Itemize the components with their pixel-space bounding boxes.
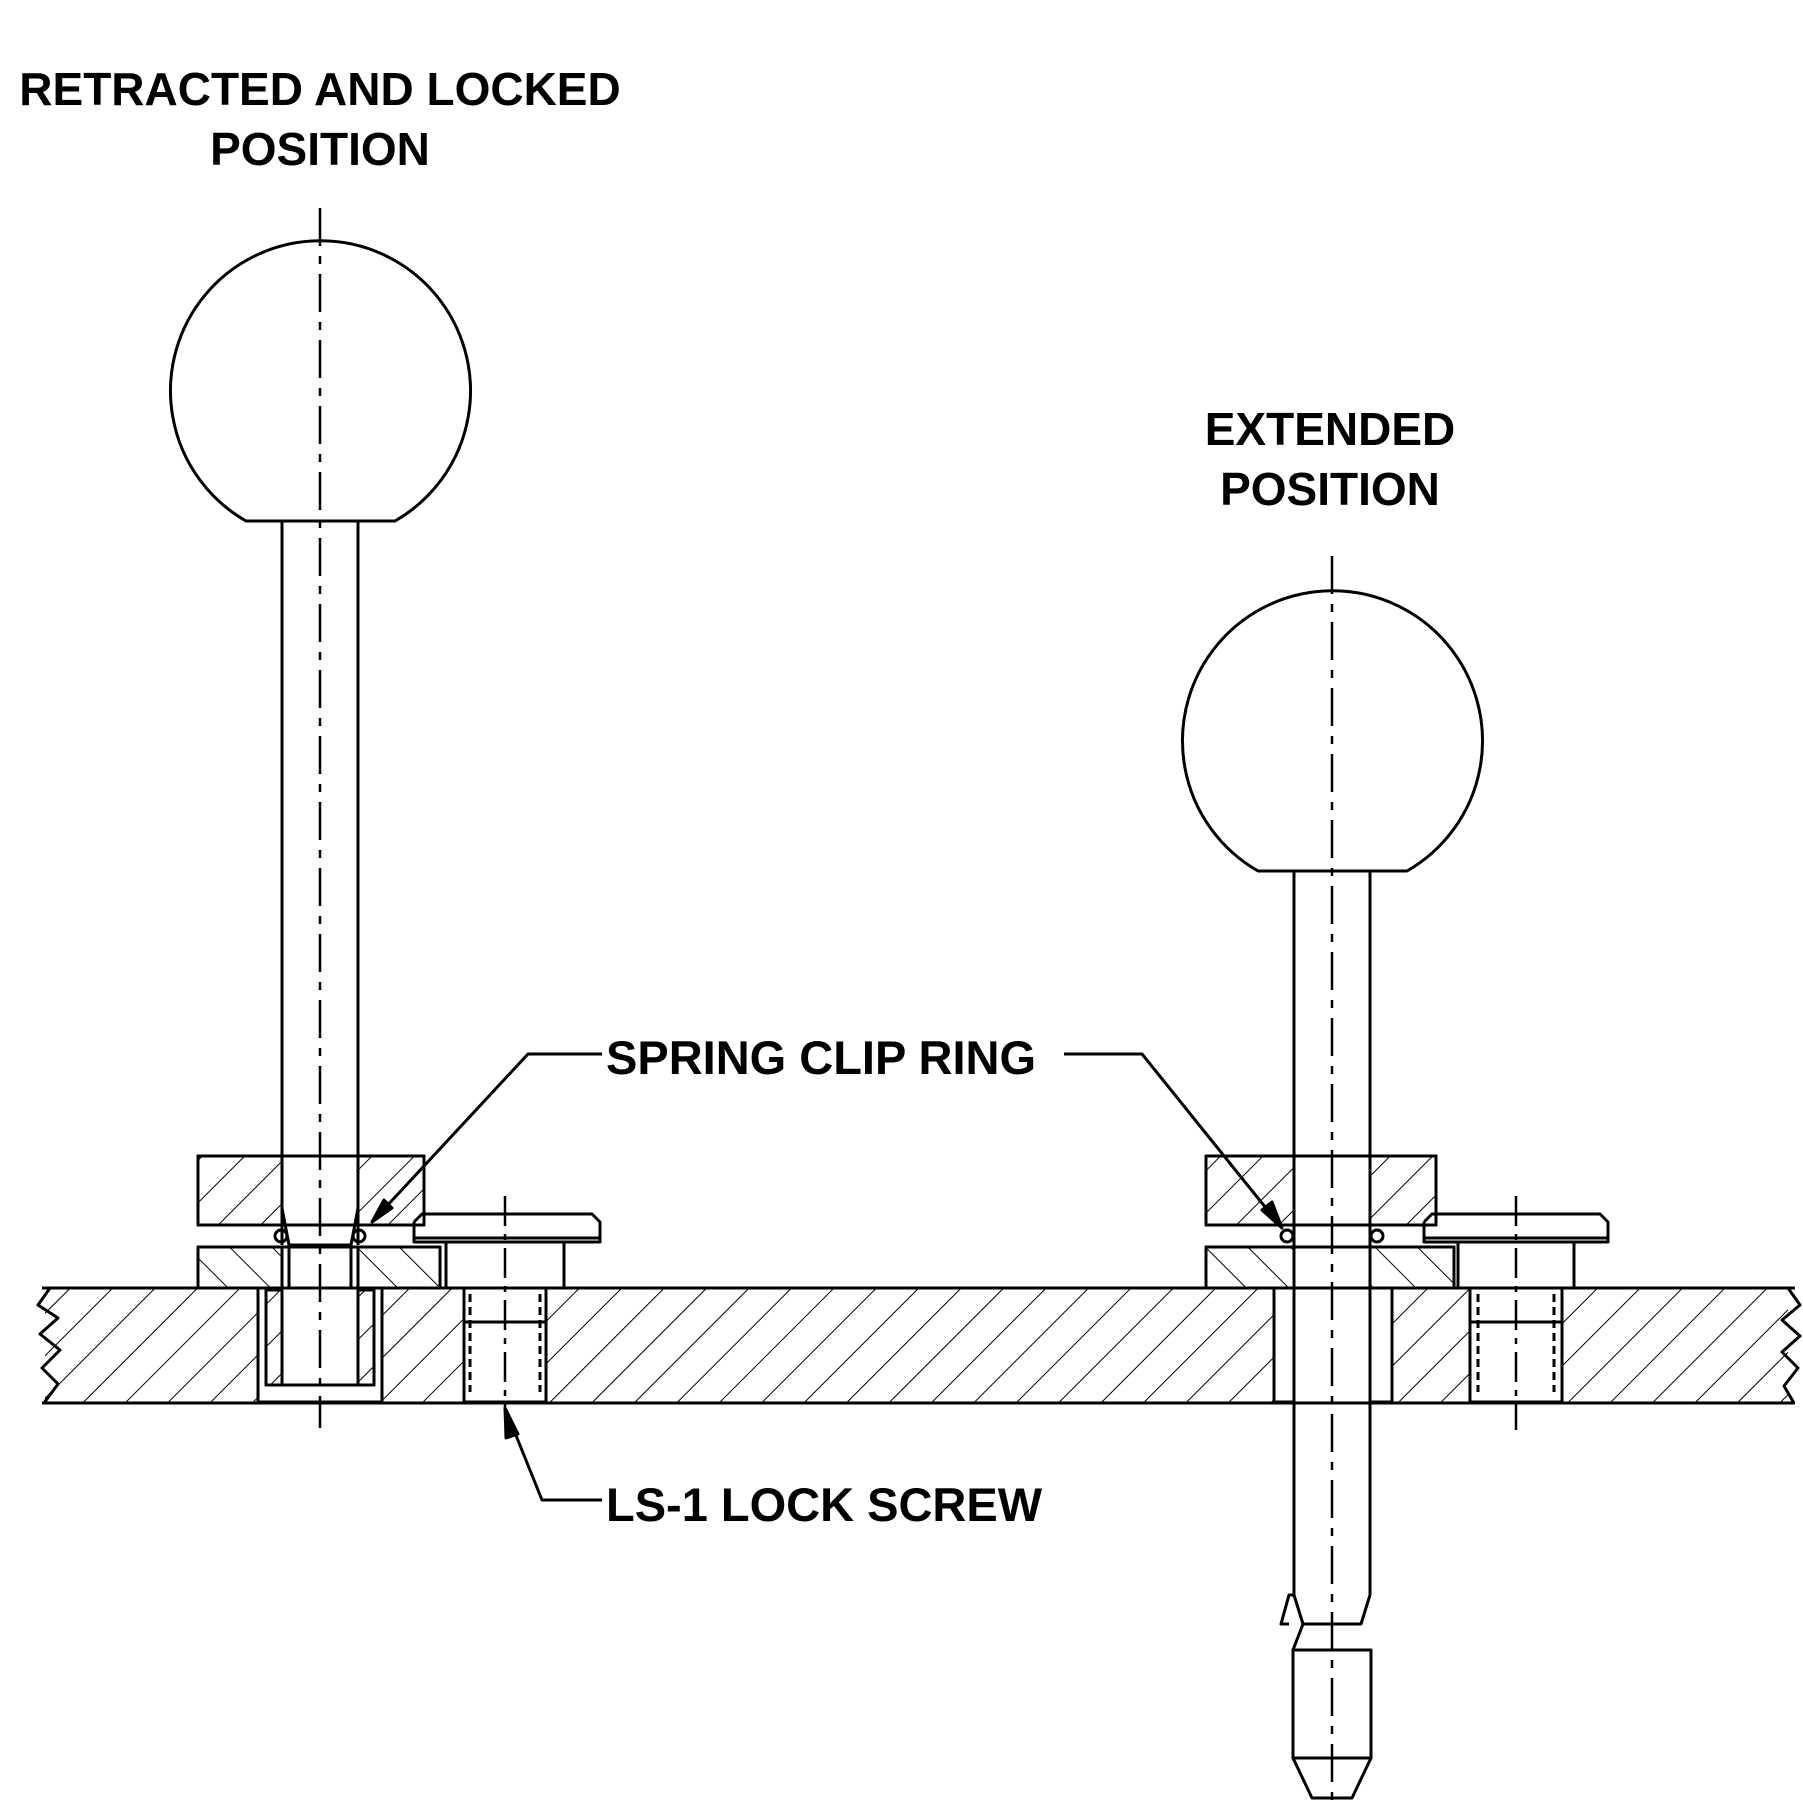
retracted-position-title: RETRACTED AND LOCKED POSITION <box>0 66 640 186</box>
extended-title-line-1: EXTENDED <box>1204 403 1456 455</box>
plate-segment-2 <box>382 1289 464 1402</box>
plate-segment-4 <box>1392 1289 1470 1402</box>
right-knob <box>1181 589 1484 873</box>
right-spring-clip-ring <box>1279 1228 1385 1244</box>
left-spring-clip-ring <box>273 1228 367 1244</box>
lock-screw-leader-line <box>503 1406 602 1502</box>
left-knob <box>169 239 472 523</box>
left-upper-bushing <box>196 1154 426 1227</box>
right-break-line <box>1780 1287 1802 1404</box>
extended-plunger <box>1181 589 1484 1800</box>
plate-segment-3 <box>546 1289 1274 1402</box>
plate-segment-1 <box>45 1289 258 1402</box>
spring-clip-ring-label: SPRING CLIP RING <box>606 1031 1037 1084</box>
right-upper-bushing <box>1204 1154 1438 1227</box>
extended-position-title: EXTENDED POSITION <box>1180 406 1480 526</box>
spring-clip-leader-lines <box>370 1052 1284 1230</box>
base-plate <box>36 1286 1802 1405</box>
right-lower-bushing <box>1204 1245 1456 1404</box>
plate-segment-5 <box>1562 1289 1788 1402</box>
retracted-title-line-1: RETRACTED AND LOCKED <box>19 63 621 115</box>
left-break-line <box>36 1287 62 1404</box>
extended-title-line-2: POSITION <box>1220 463 1440 515</box>
retracted-title-line-2: POSITION <box>210 123 430 175</box>
lock-screw-label: LS-1 LOCK SCREW <box>606 1478 1043 1531</box>
